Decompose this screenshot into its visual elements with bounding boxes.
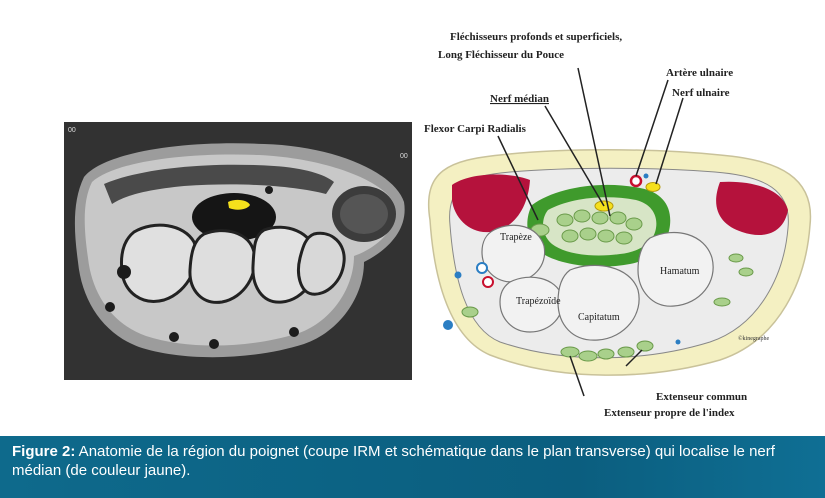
- ulnar-nerve: [646, 183, 660, 192]
- label-extenseur-propre: Extenseur propre de l'index: [604, 407, 735, 419]
- label-flechisseurs-line2: Long Fléchisseur du Pouce: [438, 49, 564, 61]
- label-flechisseurs-line1: Fléchisseurs profonds et superficiels,: [450, 31, 622, 43]
- ulnar-artery: [631, 176, 641, 186]
- label-flexor-carpi-radialis: Flexor Carpi Radialis: [424, 123, 527, 135]
- label-extenseur-commun: Extenseur commun: [656, 391, 747, 403]
- caption-text: Anatomie de la région du poignet (coupe …: [12, 443, 775, 479]
- label-trapeze: Trapèze: [500, 232, 532, 243]
- figure-caption: Figure 2: Anatomie de la région du poign…: [12, 442, 812, 480]
- label-nerf-median: Nerf médian: [490, 93, 549, 105]
- mri-axial-image: 00 00: [64, 122, 412, 380]
- label-artere-ulnaire: Artère ulnaire: [666, 67, 733, 79]
- caption-prefix: Figure 2:: [12, 443, 75, 460]
- label-nerf-ulnaire: Nerf ulnaire: [672, 87, 730, 99]
- label-trapezoide: Trapézoïde: [516, 296, 561, 307]
- wrist-schematic: Fléchisseurs profonds et superficiels, L…: [420, 20, 812, 420]
- mri-corner-label-left: 00: [68, 127, 76, 134]
- figure-caption-bar: Figure 2: Anatomie de la région du poign…: [0, 436, 825, 498]
- label-capitatum: Capitatum: [578, 312, 620, 323]
- label-signature: ©kinegraphe: [738, 335, 770, 342]
- label-hamatum: Hamatum: [660, 266, 700, 277]
- mri-corner-label-right: 00: [400, 153, 408, 160]
